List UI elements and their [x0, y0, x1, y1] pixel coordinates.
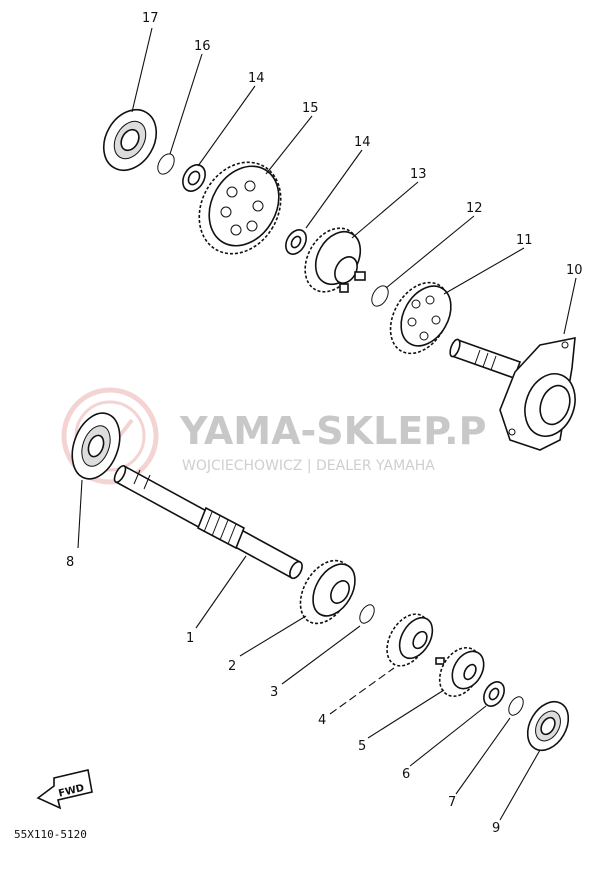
label-1: 1 [186, 631, 194, 646]
label-3: 3 [270, 685, 278, 700]
label-4: 4 [318, 713, 326, 728]
watermark-title: YAMA-SKLEP.P [179, 409, 486, 453]
part-2-gear [299, 559, 356, 625]
label-13: 13 [410, 167, 427, 182]
label-10: 10 [566, 263, 583, 278]
forward-arrow-icon: FWD [36, 769, 93, 810]
label-11: 11 [516, 233, 533, 248]
label-9: 9 [492, 821, 500, 836]
part-14-washer-middle [285, 229, 307, 255]
part-16-circlip [157, 153, 175, 175]
part-15-gear [198, 161, 282, 255]
part-14-washer-upper [182, 164, 206, 192]
part-9-bearing [526, 700, 570, 752]
label-8: 8 [66, 555, 74, 570]
part-8-bearing [71, 412, 121, 480]
watermark: YAMA-SKLEP.P WOJCIECHOWICZ | DEALER YAMA… [61, 387, 486, 485]
label-15: 15 [302, 101, 319, 116]
part-5-gear [438, 646, 485, 698]
part-4-gear [386, 613, 445, 667]
label-7: 7 [448, 795, 456, 810]
part-3-circlip [359, 604, 375, 624]
label-5: 5 [358, 739, 366, 754]
label-2: 2 [228, 659, 236, 674]
part-13-gear [304, 227, 366, 293]
label-17: 17 [142, 11, 159, 26]
label-12: 12 [466, 201, 483, 216]
label-16: 16 [194, 39, 211, 54]
watermark-subtitle: WOJCIECHOWICZ | DEALER YAMAHA [182, 458, 435, 474]
part-6-washer [483, 681, 505, 707]
label-14-upper: 14 [248, 71, 265, 86]
part-1-main-shaft [113, 464, 303, 580]
part-labels: 17 16 14 15 14 13 12 11 10 8 1 2 3 4 5 6… [66, 11, 583, 836]
part-10-drive-axle [449, 337, 576, 451]
label-6: 6 [402, 767, 410, 782]
part-17-bearing [102, 109, 158, 171]
leader-lines [77, 27, 577, 821]
part-7-circlip [508, 696, 524, 716]
part-11-gear [389, 281, 452, 355]
label-14-middle: 14 [354, 135, 371, 150]
diagram-code: 55X110-5120 [14, 828, 87, 841]
part-12-circlip [371, 285, 389, 307]
